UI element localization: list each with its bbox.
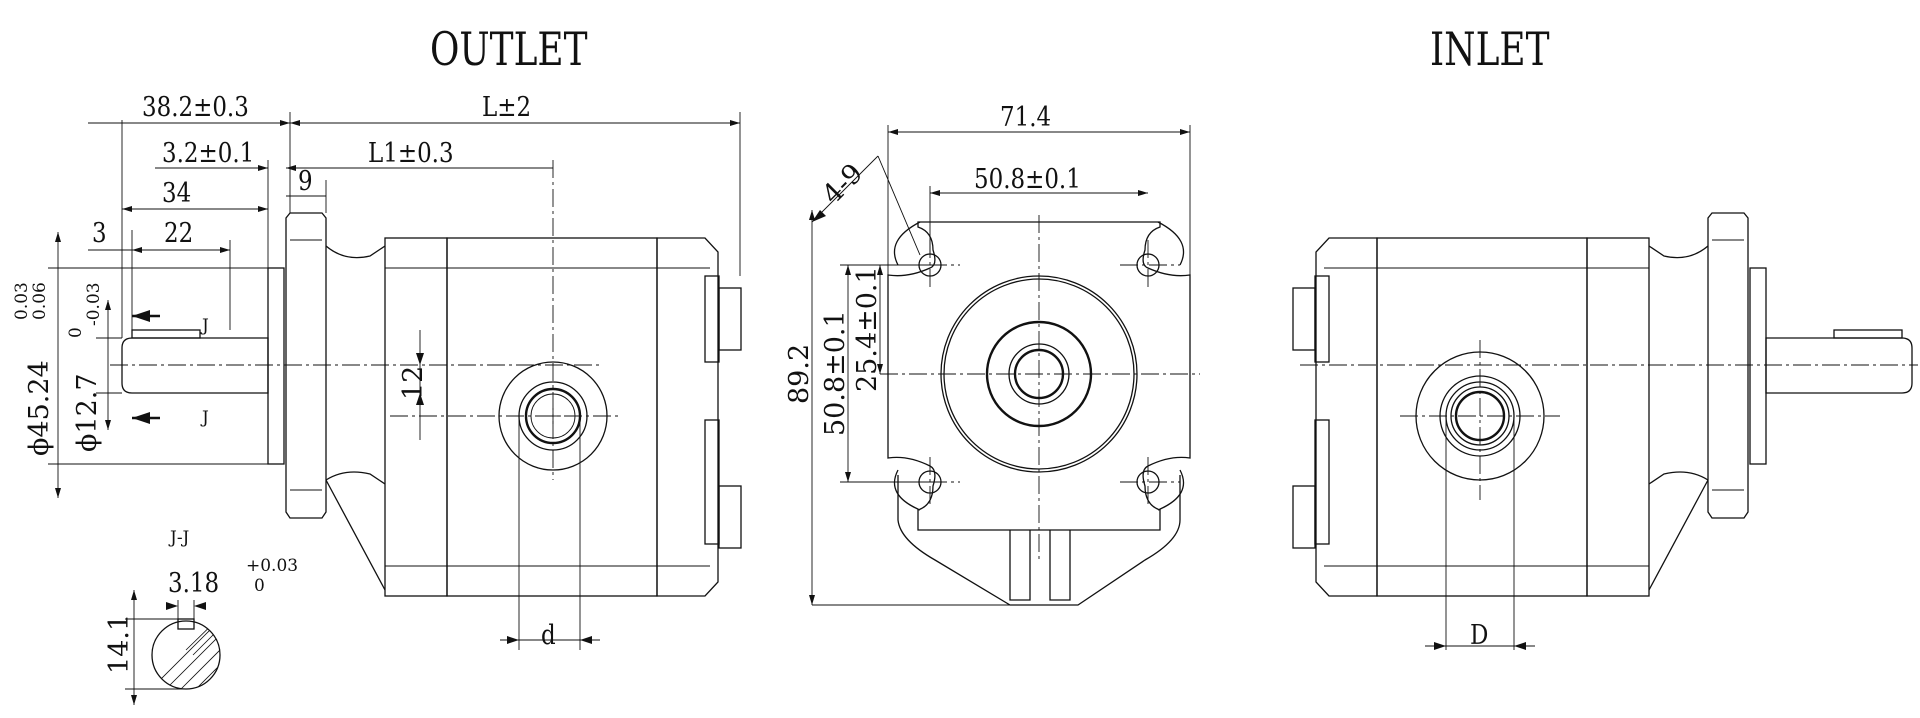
dim-38-2: 38.2±0.3 [142, 92, 249, 123]
rear-cover [656, 237, 719, 597]
inlet-view [1292, 212, 1918, 650]
inlet-pump-body [1376, 237, 1588, 597]
dim-50-8-horizontal: 50.8±0.1 [974, 164, 1081, 195]
dim-89-2: 89.2 [784, 343, 815, 404]
section-key-width: 3.18 [168, 568, 220, 599]
front-cover [384, 237, 448, 597]
section-height: 14.1 [104, 613, 135, 674]
pump-body [446, 237, 658, 597]
outlet-dimensions [48, 112, 741, 650]
flange-dimensions [809, 125, 1191, 606]
dim-phi-12-7: ϕ12.7 [72, 373, 103, 452]
dim-45-tol-lower: 0.06 [30, 282, 50, 320]
pilot-boss [267, 267, 285, 465]
dim-34: 34 [162, 178, 192, 209]
flange [285, 212, 327, 519]
section-title: J-J [170, 528, 190, 548]
dim-L: L±2 [482, 92, 532, 123]
dim-22: 22 [164, 218, 194, 249]
section-key-tol-upper: +0.03 [246, 556, 299, 576]
dim-12-7-tol-upper: 0 [66, 327, 86, 338]
flange-front-view [880, 215, 1200, 606]
section-key-tol-lower: 0 [254, 576, 265, 596]
dim-71-4: 71.4 [1000, 102, 1052, 133]
section-j-j [125, 590, 221, 705]
dim-L1: L1±0.3 [368, 138, 454, 169]
section-mark-top: J [202, 316, 209, 336]
inlet-rear-cover [1315, 237, 1378, 597]
dim-45-tol-upper: 0.03 [12, 282, 32, 320]
section-mark-bottom: J [202, 408, 209, 428]
dim-phi-45-24: ϕ45.24 [24, 360, 55, 456]
inlet-title: INLET [1430, 22, 1550, 76]
dim-9: 9 [298, 166, 313, 197]
dim-D: D [1470, 620, 1489, 651]
dim-12: 12 [398, 365, 429, 400]
dim-25-4: 25.4±0.1 [852, 266, 883, 392]
dim-d: d [541, 620, 556, 651]
dim-50-8-vertical: 50.8±0.1 [820, 310, 851, 436]
outlet-title: OUTLET [430, 22, 588, 76]
dim-3-2: 3.2±0.1 [162, 138, 255, 169]
dim-3: 3 [92, 218, 107, 249]
shaft [121, 337, 269, 394]
square-flange [887, 221, 1191, 531]
dim-12-7-tol-lower: -0.03 [84, 282, 104, 326]
